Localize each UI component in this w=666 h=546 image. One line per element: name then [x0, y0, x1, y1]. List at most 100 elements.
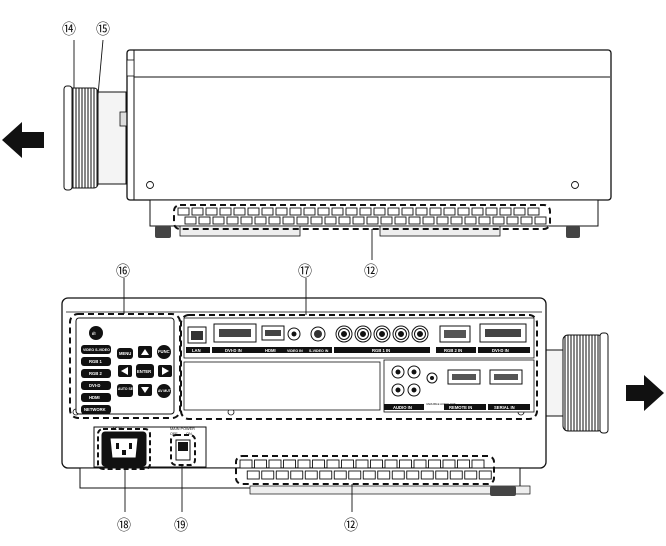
rgb2-button[interactable]: [81, 369, 111, 378]
lens-assembly-top: [63, 85, 129, 191]
dvid-out-label: DVI-D IN: [225, 348, 242, 353]
vent-slot: [303, 207, 316, 216]
variable-audio-out-label: VARIABLE AUDIO OUT: [426, 402, 456, 406]
vent-slot: [377, 470, 391, 480]
auto-setup-button[interactable]: [117, 384, 133, 397]
callout-15: ⑮: [96, 21, 110, 37]
video-in-label: VIDEO IN: [287, 349, 303, 353]
vent-slot: [191, 207, 204, 216]
callout-19: ⑲: [174, 517, 188, 533]
vent-slot: [457, 459, 470, 469]
rgb1-button[interactable]: [81, 357, 111, 366]
main-power-label: MAIN POWER: [170, 427, 195, 431]
video-svideo-button[interactable]: [81, 345, 111, 354]
bnc-connector[interactable]: [379, 331, 385, 337]
dvid-button[interactable]: [81, 381, 111, 390]
vents-dashed-outline-bottom: [235, 455, 495, 485]
vent-slot: [319, 470, 333, 480]
air-vents-top: [177, 207, 547, 225]
video-svideo-label: VIDEO S-VIDEO: [83, 348, 110, 352]
vent-slot: [478, 216, 491, 225]
callout-12-top: ⑫: [364, 263, 378, 279]
arrow-left-icon: [2, 122, 44, 158]
bnc-connector[interactable]: [341, 331, 347, 337]
vent-slot: [275, 207, 288, 216]
power-dashed-outline-inlet: [97, 428, 151, 470]
vent-slot: [420, 470, 434, 480]
vent-slot: [324, 216, 337, 225]
vent-slot: [359, 207, 372, 216]
vent-slot: [212, 216, 225, 225]
vent-slot: [239, 459, 253, 469]
vent-slot: [513, 207, 526, 216]
terminal-panel: LAN DVI-D IN HDMI VIDEO IN S-VIDEO IN: [183, 317, 535, 413]
vent-slot: [520, 216, 533, 225]
vent-slot: [219, 207, 232, 216]
vent-slot: [184, 216, 197, 225]
enter-button[interactable]: [136, 364, 154, 378]
vent-slot: [326, 459, 340, 469]
vent-slot: [261, 470, 275, 480]
vent-slot: [310, 216, 323, 225]
vent-slot: [478, 470, 492, 480]
vent-slot: [422, 216, 435, 225]
vent-slot: [283, 459, 296, 469]
vent-slot: [317, 207, 330, 216]
vent-slot: [331, 207, 344, 216]
callout-18: ⑱: [117, 517, 131, 533]
menu-button[interactable]: [117, 348, 133, 359]
bnc-connector[interactable]: [417, 331, 423, 337]
hdmi-label: HDMI: [89, 395, 100, 400]
power-off-label: OFF: [170, 432, 178, 436]
vent-slot: [304, 470, 318, 480]
bnc-connector[interactable]: [360, 331, 366, 337]
callout-12-bottom: ⑫: [344, 517, 358, 533]
vent-slot: [443, 207, 456, 216]
vent-slot: [534, 216, 547, 225]
vent-slot: [471, 459, 485, 469]
vent-slot: [399, 459, 412, 469]
func1-label: FUNC 1: [158, 349, 174, 354]
rgb2-in-label: RGB 2 IN: [444, 348, 462, 353]
vent-slot: [408, 216, 421, 225]
network-button[interactable]: [81, 405, 111, 414]
vent-slot: [333, 470, 347, 480]
vent-slot: [352, 216, 365, 225]
vent-slot: [233, 207, 246, 216]
enter-label: ENTER: [137, 369, 151, 374]
lens-assembly-bottom: [542, 332, 609, 434]
arrow-left-small-icon: [121, 367, 128, 375]
power-button[interactable]: [89, 326, 103, 340]
vent-slot: [247, 207, 260, 216]
vent-slot: [240, 216, 253, 225]
callout-16: ⑯: [116, 263, 130, 279]
rear-view: ı/I VIDEO S-VIDEO RGB 1 RGB 2 DVI-D HDMI…: [61, 263, 664, 533]
rgb2-label: RGB 2: [89, 371, 102, 376]
vent-slot: [296, 216, 309, 225]
vent-slot: [177, 207, 190, 216]
vent-slot: [290, 470, 304, 480]
power-dashed-outline-switch: [170, 434, 196, 466]
vent-slot: [312, 459, 325, 469]
hdmi-port-label: HDMI: [265, 348, 276, 353]
vent-slot: [428, 459, 441, 469]
bnc-connector[interactable]: [398, 331, 404, 337]
av-mute-button[interactable]: [157, 384, 171, 398]
vent-slot: [429, 207, 442, 216]
dvid-label: DVI-D: [89, 383, 100, 388]
svideo-in-label: S-VIDEO IN: [309, 349, 329, 353]
remote-in-label: REMOTE IN: [449, 405, 472, 410]
vent-slot: [471, 207, 484, 216]
callout-17: ⑰: [298, 263, 312, 279]
func1-button[interactable]: [157, 345, 171, 359]
vent-slot: [384, 459, 398, 469]
vent-slot: [341, 459, 354, 469]
vent-slot: [380, 216, 393, 225]
vent-slot: [268, 216, 281, 225]
vent-slot: [485, 207, 498, 216]
power-button-label: ı/I: [92, 331, 96, 336]
control-panel: ı/I VIDEO S-VIDEO RGB 1 RGB 2 DVI-D HDMI…: [75, 317, 175, 415]
rgb1-bnc-connectors[interactable]: [335, 325, 429, 343]
callout-14: ⑭: [62, 21, 76, 37]
hdmi-button[interactable]: [81, 393, 111, 402]
